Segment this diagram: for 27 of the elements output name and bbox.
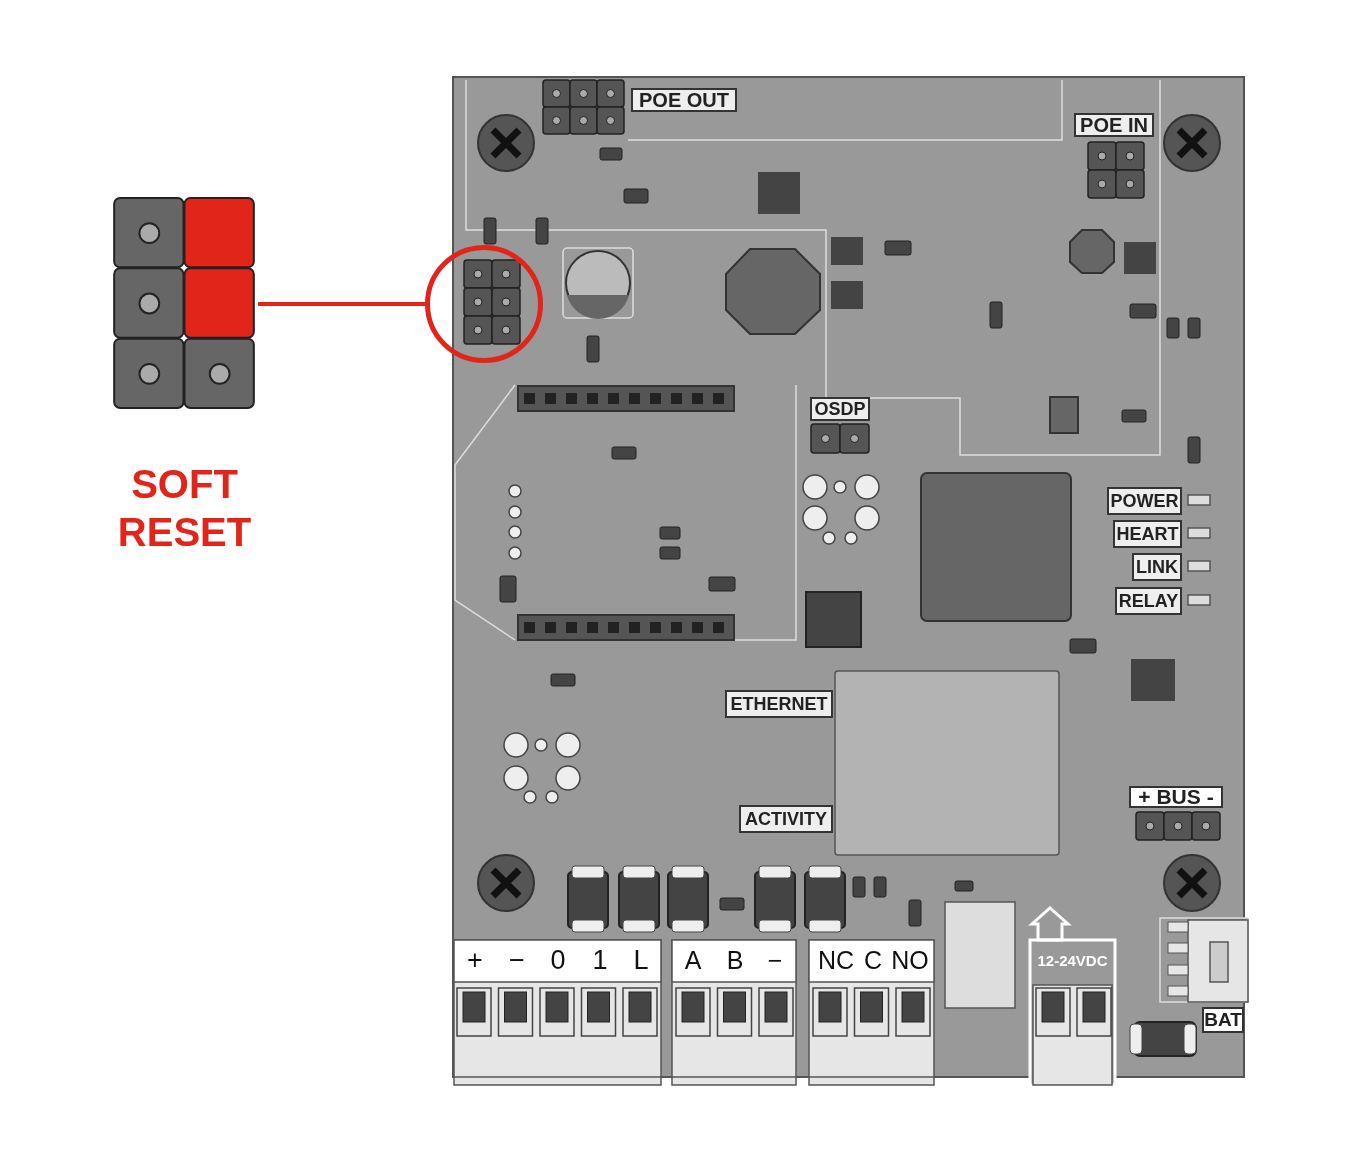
- board-label: LINK: [1132, 553, 1182, 581]
- board-label: BAT: [1202, 1007, 1244, 1033]
- terminal-label: −: [766, 944, 784, 976]
- terminal-label: 1: [591, 943, 609, 977]
- terminal-label: +: [466, 943, 484, 977]
- terminal-label: L: [632, 943, 650, 977]
- board-label: ACTIVITY: [739, 805, 833, 833]
- board-label: OSDP: [810, 397, 870, 421]
- board-label: + BUS -: [1129, 786, 1223, 808]
- terminal-label: −: [508, 943, 526, 977]
- board-label: 12-24VDC: [1036, 950, 1109, 971]
- highlight-circle: [425, 245, 543, 363]
- board-label: ETHERNET: [725, 690, 833, 718]
- caption-text: SOFT RESET: [116, 461, 253, 556]
- terminal-label: NC: [816, 944, 856, 976]
- board-label: HEART: [1113, 520, 1182, 548]
- board-label: POE IN: [1074, 113, 1154, 137]
- terminal-label: 0: [549, 943, 567, 977]
- terminal-label: NO: [890, 944, 930, 976]
- terminal-label: A: [683, 944, 703, 976]
- board-label: RELAY: [1115, 587, 1182, 615]
- jumper-drawing: [113, 197, 256, 410]
- leader-line: [258, 302, 426, 306]
- terminal-label: C: [862, 944, 884, 976]
- board-label: POWER: [1107, 487, 1182, 515]
- terminal-label: B: [725, 944, 745, 976]
- board-label: POE OUT: [631, 88, 737, 112]
